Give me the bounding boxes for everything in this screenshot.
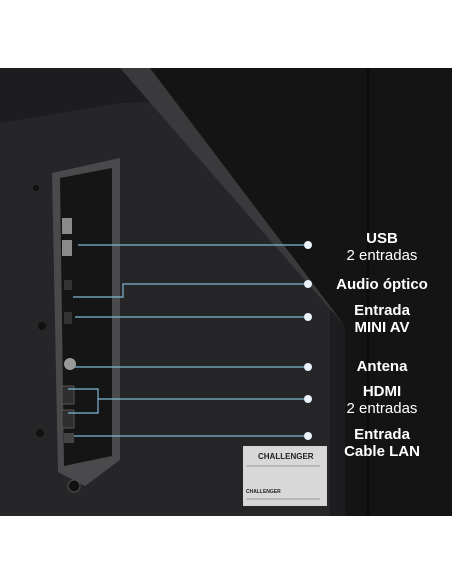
miniav-port bbox=[64, 312, 72, 324]
label-usb: USB 2 entradas bbox=[316, 230, 448, 264]
callout-dot-hdmi bbox=[304, 395, 312, 403]
optical-port bbox=[64, 280, 72, 290]
label-miniav-title2: MINI AV bbox=[354, 319, 410, 336]
hdmi-port bbox=[61, 385, 75, 405]
antenna-port bbox=[64, 358, 76, 370]
label-miniav-title: Entrada bbox=[354, 302, 410, 319]
label-hdmi-sub: 2 entradas bbox=[346, 400, 418, 417]
sticker-brand-small: CHALLENGER bbox=[246, 489, 281, 495]
callout-dot-lan bbox=[304, 432, 312, 440]
tv-back-illustration: CHALLENGER CHALLENGER bbox=[0, 68, 452, 516]
label-usb-title: USB bbox=[366, 230, 398, 247]
panel-edge bbox=[120, 68, 345, 326]
sticker-brand: CHALLENGER bbox=[258, 452, 314, 461]
usb-port bbox=[62, 218, 72, 234]
label-hdmi: HDMI 2 entradas bbox=[316, 383, 448, 417]
label-lan-title2: Cable LAN bbox=[344, 443, 420, 460]
product-sticker bbox=[243, 446, 327, 506]
callout-dot-miniav bbox=[304, 313, 312, 321]
label-audio-title: Audio óptico bbox=[336, 276, 428, 293]
callout-dot-antena bbox=[304, 363, 312, 371]
label-antena-title: Antena bbox=[356, 358, 408, 375]
lan-port bbox=[64, 433, 74, 443]
callout-dot-usb bbox=[304, 241, 312, 249]
callout-lines bbox=[68, 244, 308, 437]
label-usb-sub: 2 entradas bbox=[346, 247, 418, 264]
callout-line-audio bbox=[73, 283, 308, 298]
callout-bracket-hdmi bbox=[68, 388, 99, 414]
usb-port bbox=[62, 240, 72, 256]
label-antena: Antena bbox=[316, 358, 448, 375]
label-lan-title: Entrada bbox=[354, 426, 410, 443]
tv-back-photo: CHALLENGER CHALLENGER USB 2 entradas Aud… bbox=[0, 68, 452, 516]
hdmi-port bbox=[61, 409, 75, 429]
side-panel bbox=[150, 68, 452, 516]
label-hdmi-title: HDMI bbox=[362, 383, 402, 400]
label-audio: Audio óptico bbox=[316, 276, 448, 293]
callout-dot-audio bbox=[304, 280, 312, 288]
label-miniav: Entrada MINI AV bbox=[316, 302, 448, 336]
label-lan: Entrada Cable LAN bbox=[316, 426, 448, 460]
